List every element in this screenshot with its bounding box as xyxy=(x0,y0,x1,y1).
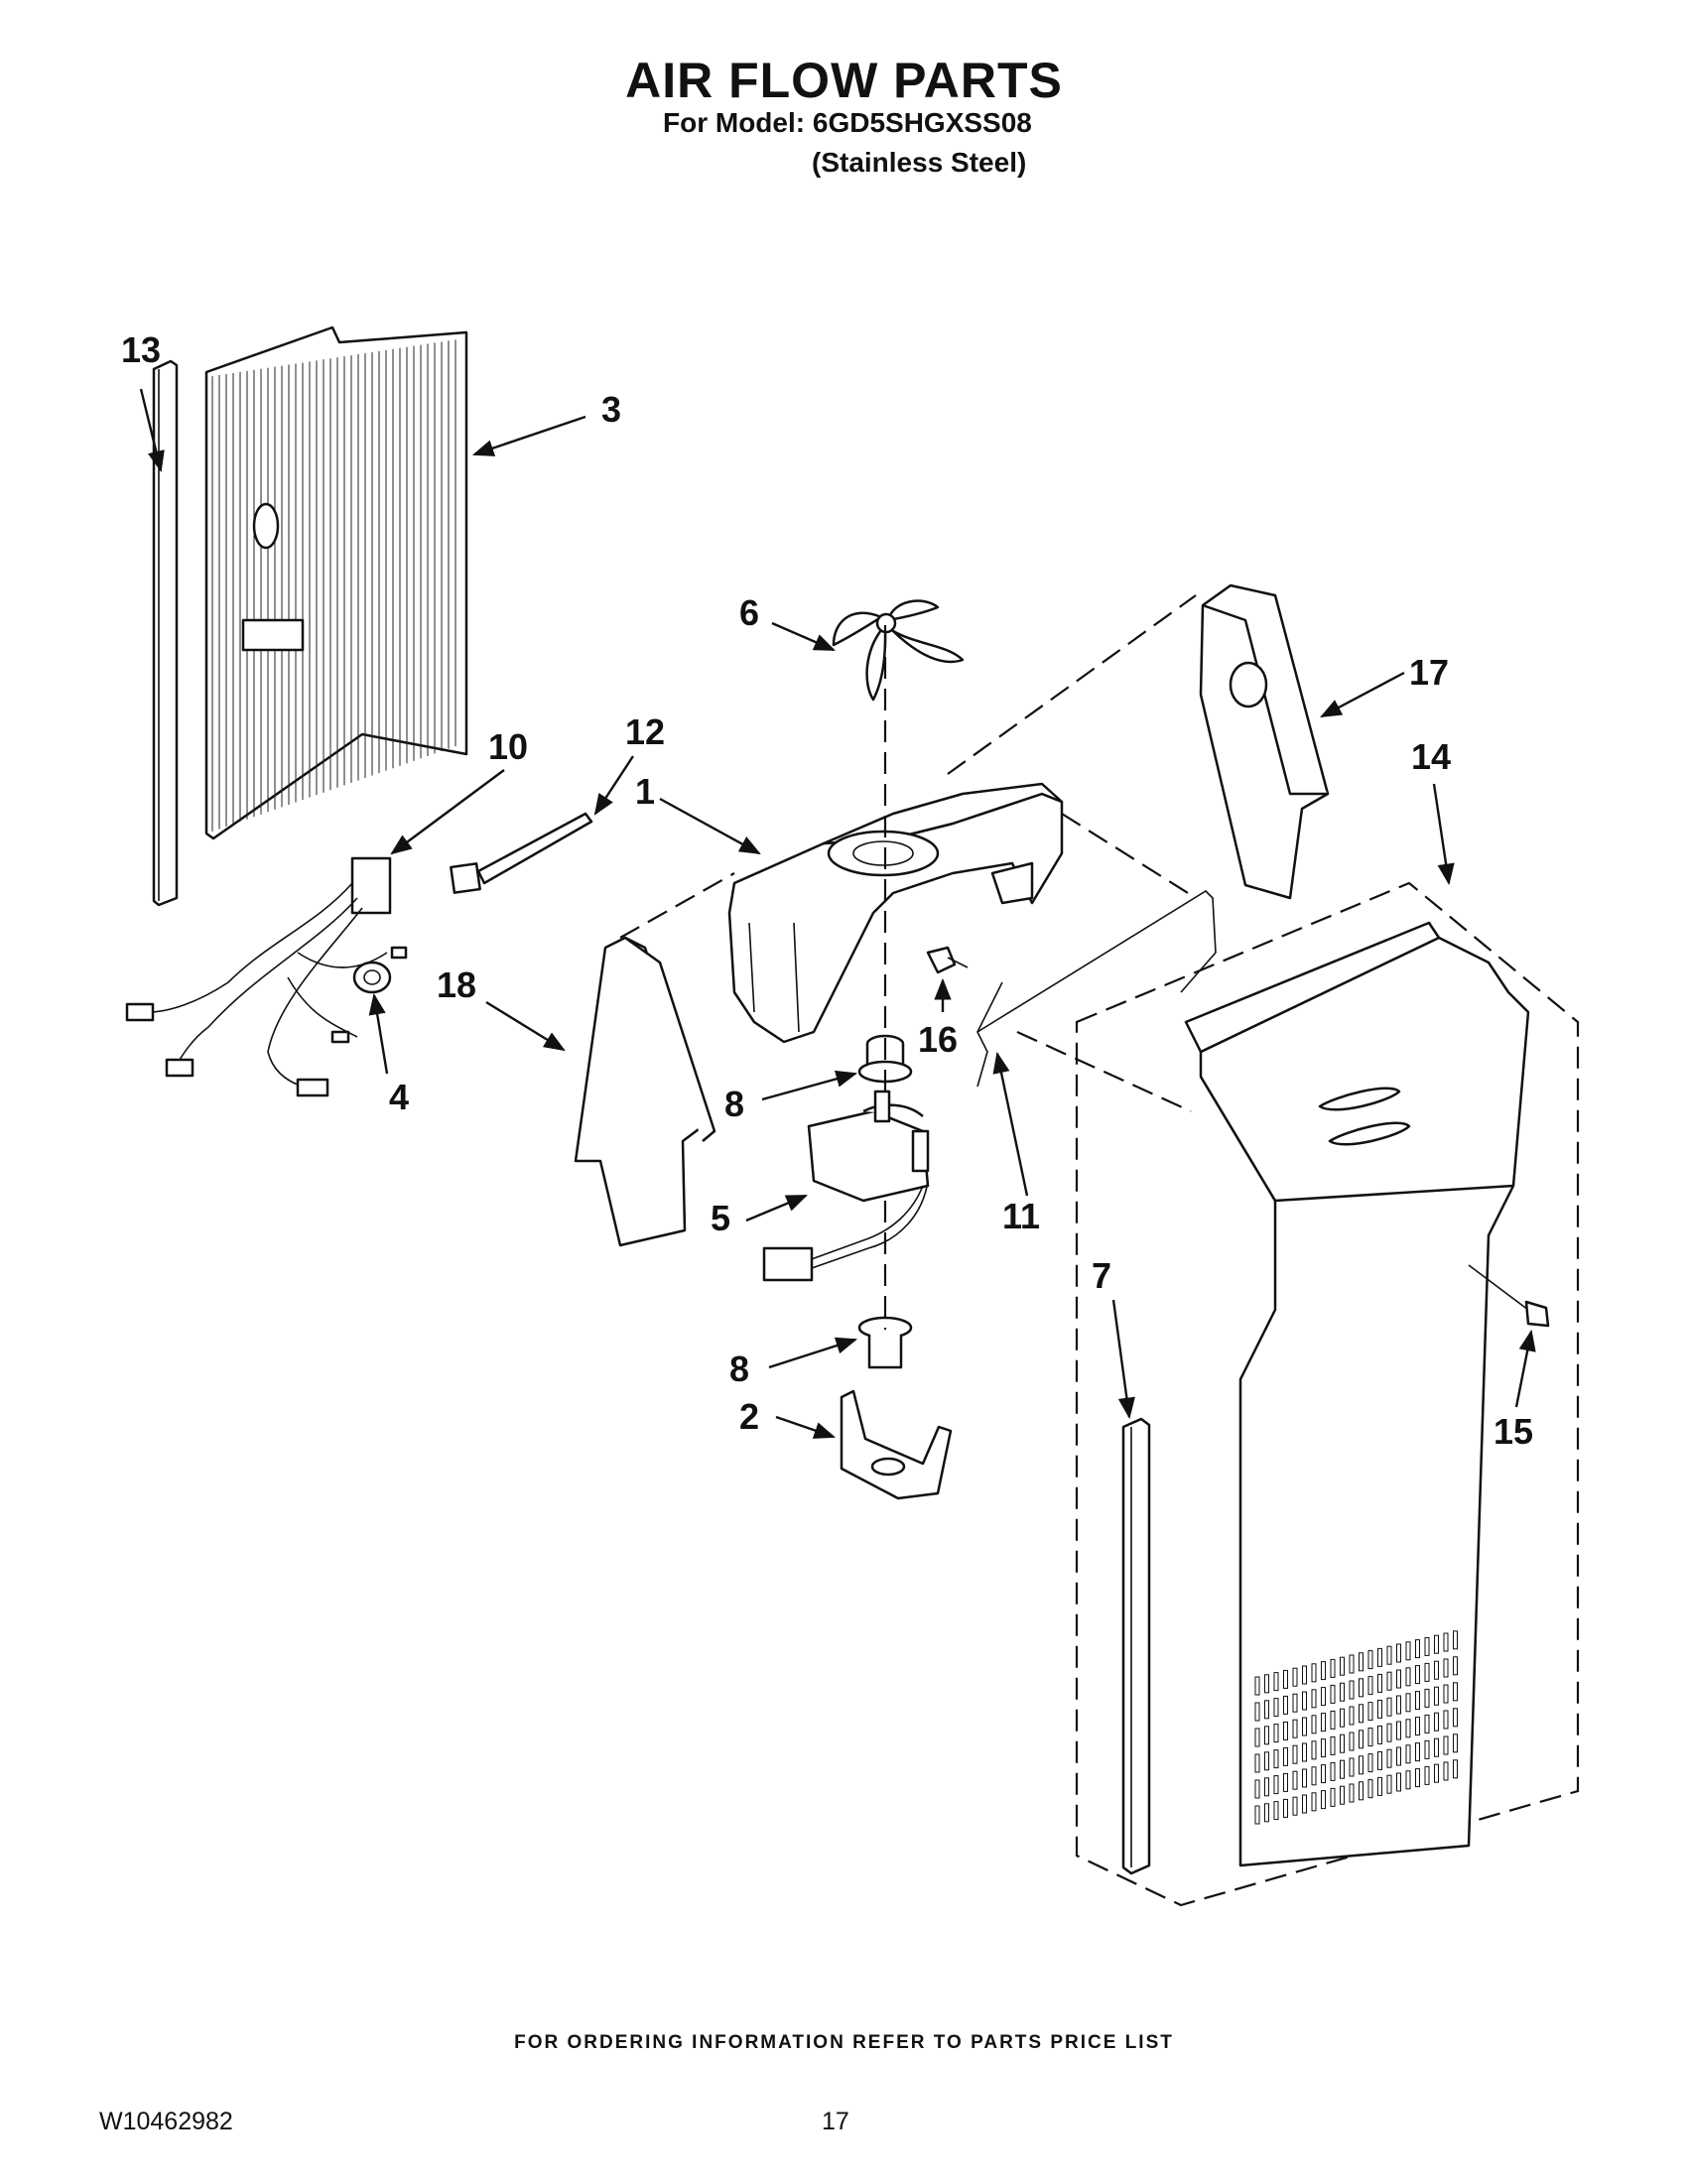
callout-15: 15 xyxy=(1493,1329,1536,1452)
part-16-screw xyxy=(926,946,969,974)
part-4-grommet xyxy=(352,961,392,994)
part-7-seal-strip xyxy=(1121,1417,1151,1875)
callout-7: 7 xyxy=(1092,1255,1135,1420)
callout-8-upper: 8 xyxy=(724,1070,858,1124)
part-3-ribbed-panel xyxy=(204,325,468,840)
svg-text:3: 3 xyxy=(601,389,621,430)
page-title: AIR FLOW PARTS xyxy=(625,53,1063,108)
svg-text:4: 4 xyxy=(389,1077,409,1117)
svg-text:11: 11 xyxy=(1002,1196,1040,1236)
part-8-lower-bushing xyxy=(857,1316,913,1369)
callout-3: 3 xyxy=(471,389,621,456)
part-14-evaporator-cover xyxy=(1075,881,1580,1907)
svg-text:8: 8 xyxy=(729,1349,749,1389)
callout-11: 11 xyxy=(992,1051,1040,1236)
part-11-wire-bracket xyxy=(976,889,1217,1088)
svg-text:16: 16 xyxy=(918,1019,958,1060)
callout-5: 5 xyxy=(711,1194,808,1238)
svg-text:17: 17 xyxy=(1409,652,1449,693)
svg-text:2: 2 xyxy=(739,1396,759,1437)
callout-17: 17 xyxy=(1320,652,1449,718)
callout-12: 12 xyxy=(593,711,665,816)
callout-14: 14 xyxy=(1411,736,1455,886)
callout-16: 16 xyxy=(918,977,958,1060)
callout-13: 13 xyxy=(121,329,165,473)
part-17-right-baffle xyxy=(1199,583,1330,900)
ordering-note: FOR ORDERING INFORMATION REFER TO PARTS … xyxy=(514,2032,1174,2053)
callout-2: 2 xyxy=(739,1396,837,1439)
callout-1: 1 xyxy=(635,771,761,855)
svg-text:7: 7 xyxy=(1092,1255,1111,1296)
svg-text:10: 10 xyxy=(488,726,528,767)
svg-text:8: 8 xyxy=(724,1084,744,1124)
part-6-fan-blade xyxy=(832,599,965,702)
part-18-left-baffle xyxy=(574,936,716,1247)
callout-6: 6 xyxy=(739,592,836,652)
svg-text:14: 14 xyxy=(1411,736,1451,777)
model-number: For Model: 6GD5SHGXSS08 xyxy=(663,107,1032,138)
callout-4: 4 xyxy=(368,992,409,1117)
callout-18: 18 xyxy=(437,964,566,1052)
part-1-fan-housing xyxy=(727,782,1064,1044)
svg-text:13: 13 xyxy=(121,329,161,370)
part-12-cable-tie xyxy=(450,812,593,894)
svg-text:15: 15 xyxy=(1493,1411,1533,1452)
part-13-seal-strip xyxy=(152,359,179,907)
svg-text:5: 5 xyxy=(711,1198,730,1238)
callout-10: 10 xyxy=(390,726,528,855)
part-15-screw xyxy=(1468,1264,1550,1328)
svg-text:18: 18 xyxy=(437,964,476,1005)
svg-text:12: 12 xyxy=(625,711,665,752)
finish-label: (Stainless Steel) xyxy=(812,147,1027,178)
part-5-fan-motor xyxy=(762,1090,930,1282)
part-2-motor-bracket xyxy=(840,1389,953,1500)
document-number: W10462982 xyxy=(99,2108,233,2135)
alignment-lines xyxy=(619,594,1197,1330)
callout-8-lower: 8 xyxy=(729,1337,858,1389)
svg-text:6: 6 xyxy=(739,592,759,633)
page-number: 17 xyxy=(822,2108,849,2135)
part-10-wire-harness xyxy=(125,856,408,1097)
svg-text:1: 1 xyxy=(635,771,655,812)
